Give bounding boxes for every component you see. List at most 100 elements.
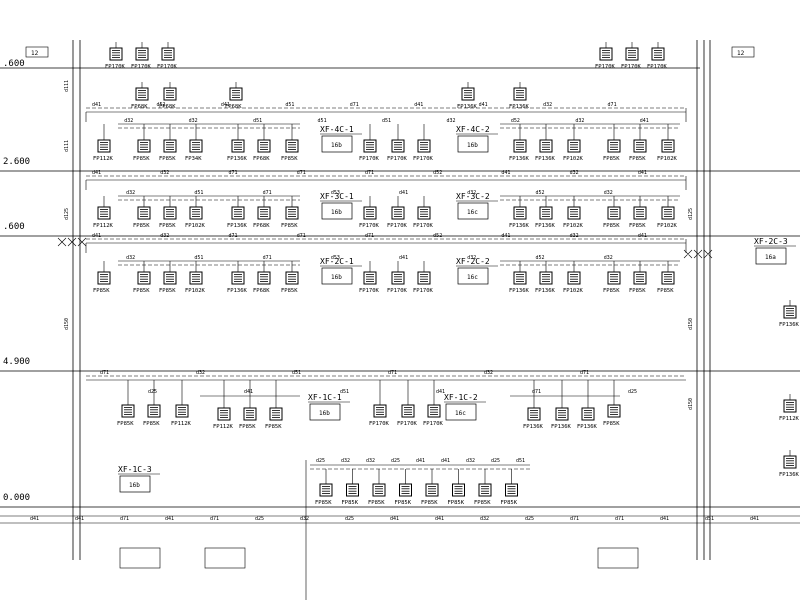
lower-rooms	[0, 515, 800, 569]
pipe-size-label: d71	[228, 233, 237, 239]
fan-coil-unit: FP68K	[253, 201, 271, 229]
fan-coil-unit: FP170K	[423, 399, 444, 427]
unit-label: FP112K	[213, 424, 234, 430]
fan-coil-unit: FP112K	[171, 399, 192, 427]
unit-label: FP85K	[657, 288, 674, 294]
pipe-size-label: d32	[484, 370, 493, 376]
fan-coil-unit: FP136K	[779, 300, 800, 328]
pipe-size-label: d41	[640, 118, 649, 124]
fan-coil-unit: FP136K	[577, 402, 598, 430]
pipe-size-label: d71	[210, 516, 219, 522]
pipe-size-label: d71	[263, 190, 272, 196]
pipe-size-label: d71	[120, 516, 129, 522]
pipe-size-label: d32	[446, 118, 455, 124]
fan-coil-unit: FP170K	[359, 134, 380, 162]
unit-label: FP102K	[657, 156, 678, 162]
fan-coil-unit: FP136K	[509, 201, 530, 229]
fan-coil-unit: FP68K	[131, 82, 149, 110]
unit-label: FP170K	[413, 288, 434, 294]
fan-size-label: 16c	[467, 274, 478, 281]
fan-coil-unit: FP170K	[595, 42, 616, 70]
pipe-size-label: d71	[365, 233, 374, 239]
unit-label: FP136K	[227, 223, 248, 229]
fan-tag-label: XF-2C-1	[320, 257, 354, 266]
unit-label: FP85K	[629, 156, 646, 162]
pipe-size-label: d52	[536, 190, 545, 196]
unit-label: FP85K	[133, 223, 150, 229]
fan-coil-unit: FP136K	[509, 266, 530, 294]
fan-coil-unit: FP136K	[535, 201, 556, 229]
unit-label: FP102K	[563, 156, 584, 162]
fan-tag-label: XF-4C-2	[456, 125, 490, 134]
pipe-size-label: d32	[604, 190, 613, 196]
fan-tag-label: XF-1C-2	[444, 393, 478, 402]
unit-label: FP68K	[253, 288, 270, 294]
unit-label: FP102K	[185, 288, 206, 294]
unit-label: FP136K	[551, 424, 572, 430]
unit-label: FP85K	[281, 156, 298, 162]
pipe-size-label: d41	[75, 516, 84, 522]
fan-coil-unit: FP136K	[779, 450, 800, 478]
fan-tag-label: XF-1C-1	[308, 393, 342, 402]
pipe-size-label: d32	[126, 190, 135, 196]
fan-coil-unit: FP170K	[131, 42, 152, 70]
pipe-size-label: d52	[156, 102, 165, 108]
pipe-size-label: d71	[570, 516, 579, 522]
pipe-size-label: d51	[292, 370, 301, 376]
fan-size-label: 16b	[319, 410, 330, 417]
riser-tag: d125	[688, 208, 694, 220]
pipe-size-label: d51	[194, 190, 203, 196]
fan-coil-unit: FP85K	[421, 478, 439, 506]
pipe-size-label: d32	[604, 255, 613, 261]
unit-label: FP85K	[603, 156, 620, 162]
riser-tag: d125	[64, 208, 70, 220]
unit-label: FP136K	[509, 288, 530, 294]
unit-label: FP102K	[657, 223, 678, 229]
pipe-size-label: d71	[365, 170, 374, 176]
fan-coil-unit: FP136K	[457, 82, 478, 110]
fan-coil-unit: FP102K	[657, 201, 678, 229]
unit-label: FP85K	[629, 288, 646, 294]
fan-coil-unit: FP85K	[281, 134, 299, 162]
pipe-size-label: d52	[433, 170, 442, 176]
pipe-size-label: d25	[391, 458, 400, 464]
unit-label: FP34K	[185, 156, 202, 162]
pipe-size-label: d41	[436, 389, 445, 395]
pipe-size-label: d51	[253, 118, 262, 124]
pipe-size-label: d32	[124, 118, 133, 124]
pipe-size-label: d71	[608, 102, 617, 108]
fan-coil-unit: FP102K	[185, 201, 206, 229]
fan-coil-unit: FP170K	[413, 134, 434, 162]
fan-coil-unit: FP85K	[265, 402, 283, 430]
fan-coil-unit: FP136K	[535, 134, 556, 162]
fan-coil-unit: FP68K	[253, 134, 271, 162]
fan-coil-unit: FP170K	[413, 266, 434, 294]
pipe-size-label: d32	[160, 233, 169, 239]
riser-tag: d111	[64, 140, 70, 152]
unit-label: FP136K	[535, 223, 556, 229]
pipe-size-label: d51	[516, 458, 525, 464]
unit-label: FP170K	[647, 64, 668, 70]
pipe-size-label: d71	[228, 170, 237, 176]
pipe-size-label: d51	[382, 118, 391, 124]
fan-coil-unit: FP170K	[157, 42, 178, 70]
fan-coil-unit: FP112K	[779, 394, 800, 422]
exhaust-fan-box: 16b XF-1C-1	[308, 393, 350, 421]
fan-size-label: 16b	[331, 209, 342, 216]
unit-label: FP136K	[577, 424, 598, 430]
fan-coil-unit: FP85K	[448, 478, 465, 506]
pipe-size-label: d41	[660, 516, 669, 522]
unit-label: FP170K	[359, 223, 380, 229]
break-marks	[57, 237, 713, 259]
unit-label: FP136K	[779, 472, 800, 478]
pipe-size-label: d52	[433, 233, 442, 239]
riser-tags: d111 d111 d125 d125 d150 d150 d150	[64, 80, 694, 410]
unit-label: FP170K	[359, 288, 380, 294]
fan-coil-unit: FP85K	[143, 399, 161, 427]
unit-label: FP136K	[227, 156, 248, 162]
fan-coil-unit: FP136K	[509, 134, 530, 162]
